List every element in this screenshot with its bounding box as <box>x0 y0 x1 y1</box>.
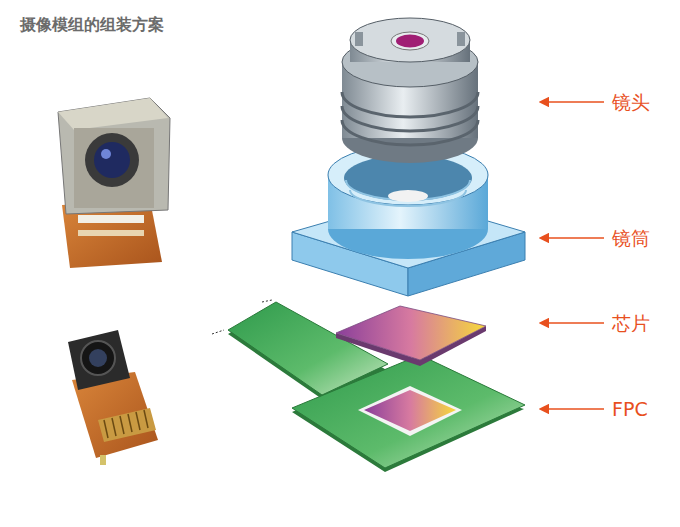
part-label: 芯片 <box>612 311 650 335</box>
leader-arrow <box>548 101 604 103</box>
leader-arrow <box>548 322 604 324</box>
part-label: FPC <box>612 397 648 421</box>
leader-arrows <box>548 102 604 409</box>
lens <box>342 18 478 163</box>
leader-arrow <box>548 237 604 239</box>
module-photo <box>68 330 158 465</box>
module-photo <box>58 98 170 268</box>
diagram-title: 摄像模组的组装方案 <box>20 15 164 35</box>
part-label: 镜头 <box>612 90 650 114</box>
image-sensor-chip <box>336 306 486 366</box>
fpc-board <box>212 300 525 472</box>
lens-barrel <box>292 145 525 296</box>
part-label: 镜筒 <box>612 226 650 250</box>
leader-arrow <box>548 408 604 410</box>
